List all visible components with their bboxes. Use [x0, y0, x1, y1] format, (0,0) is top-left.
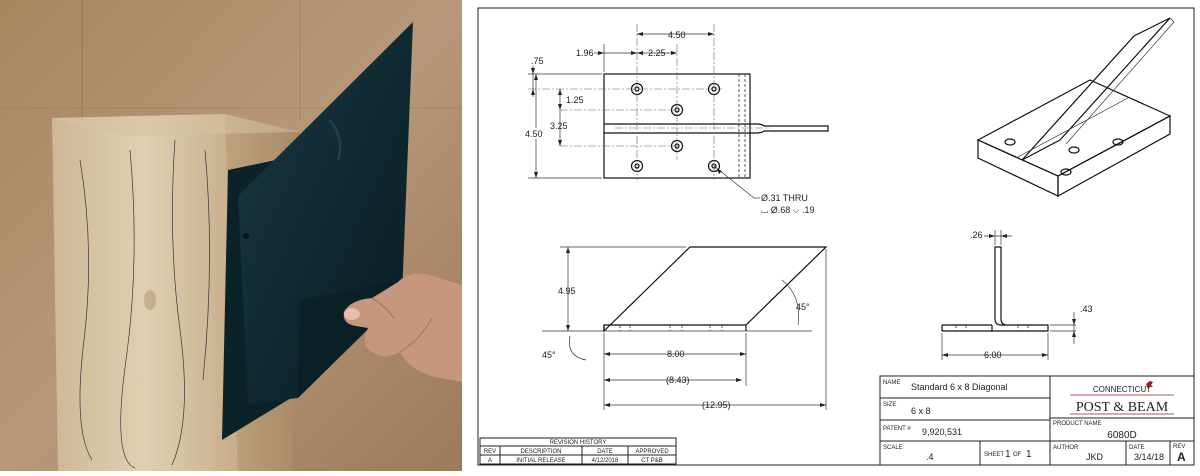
drawing-name: Standard 6 x 8 Diagonal — [911, 382, 1008, 392]
hand — [343, 273, 462, 382]
scale-label: SCALE — [883, 445, 903, 451]
photo-illustration — [0, 0, 462, 471]
side-t-outline — [991, 246, 1049, 332]
date-value: 3/14/18 — [1134, 452, 1164, 462]
scale-value: .4 — [926, 452, 934, 462]
company-logo: CONNECTICUT POST & BEAM — [1070, 381, 1174, 415]
dim-0-43: .43 — [1080, 304, 1093, 314]
rev-label: REV — [1173, 444, 1185, 450]
patent-label: PATENT # — [883, 426, 911, 432]
dim-2-25: 2.25 — [648, 48, 666, 58]
date-label: DATE — [1129, 445, 1145, 451]
wooden-post — [52, 114, 238, 471]
horse-icon — [1146, 381, 1153, 389]
rev-header-rev: REV — [484, 449, 496, 455]
side-view: .26 .43 6.00 — [941, 230, 1093, 360]
revision-history-table: REVISION HISTORY REV DESCRIPTION DATE AP… — [479, 437, 677, 465]
author-value: JKD — [1086, 452, 1104, 462]
fin-outline — [604, 123, 829, 134]
rev-row-rev: A — [488, 458, 492, 464]
engineering-drawing: 4.50 1.96 2.25 .75 — [470, 0, 1200, 471]
dim-0-75: .75 — [531, 56, 544, 66]
name-label: NAME — [883, 380, 900, 386]
product-photo — [0, 0, 462, 471]
front-fin-outline — [603, 246, 828, 333]
sheet-total: 1 — [1026, 449, 1032, 460]
dim-3-25: 3.25 — [550, 121, 568, 131]
rev-row-date: 4/12/2018 — [592, 458, 619, 464]
author-label: AUTHOR — [1053, 445, 1079, 451]
sheet-number: 1 — [1005, 449, 1011, 460]
dim-8-43: (8.43) — [666, 375, 690, 385]
post-top-edge — [52, 114, 300, 136]
hole-note-counterbore: ⌴ Ø.68 ⌵ .19 — [761, 205, 815, 215]
hole-note-thru: Ø.31 THRU — [761, 193, 808, 203]
rev-row-description: INITIAL RELEASE — [516, 458, 565, 464]
dim-6-00: 6.00 — [984, 350, 1002, 360]
product-label: PRODUCT NAME — [1053, 421, 1102, 427]
dim-4-95: 4.95 — [558, 286, 576, 296]
product-number: 6080D — [1107, 430, 1136, 441]
angle-45-left: 45° — [542, 350, 556, 360]
dim-8-00: 8.00 — [667, 349, 685, 359]
size-value: 6 x 8 — [911, 406, 931, 416]
top-view: 4.50 1.96 2.25 .75 — [524, 24, 829, 215]
sheet-label: SHEET — [984, 452, 1004, 458]
dim-4-50-top: 4.50 — [668, 30, 686, 40]
isometric-view — [976, 17, 1175, 198]
dim-1-25: 1.25 — [566, 95, 584, 105]
rev-header-date: DATE — [597, 449, 613, 455]
dim-4-50-left: 4.50 — [525, 129, 543, 139]
iso-base-top — [976, 79, 1172, 177]
rev-row-approved: CT P&B — [641, 458, 663, 464]
size-label: SIZE — [883, 402, 896, 408]
sheet-of: OF — [1013, 452, 1022, 458]
title-block: NAME Standard 6 x 8 Diagonal SIZE 6 x 8 … — [879, 375, 1195, 466]
dim-12-95: (12.95) — [702, 400, 731, 410]
drawing-sheet: 4.50 1.96 2.25 .75 — [477, 7, 1195, 466]
patent-value: 9,920,531 — [922, 427, 962, 437]
sheet-border — [477, 7, 1195, 466]
revision-title: REVISION HISTORY — [550, 440, 607, 446]
logo-connecticut: CONNECTICUT — [1093, 385, 1151, 394]
rev-header-approved: APPROVED — [635, 449, 669, 455]
dim-1-96: 1.96 — [576, 48, 594, 58]
iso-fin — [1021, 17, 1171, 161]
front-view: 4.95 45° 45° 8.00 (8.43) — [542, 246, 828, 410]
logo-post-and-beam: POST & BEAM — [1076, 400, 1169, 415]
rev-header-description: DESCRIPTION — [520, 449, 561, 455]
angle-45-right: 45° — [796, 302, 810, 312]
dim-0-26: .26 — [970, 230, 983, 240]
rev-value: A — [1177, 450, 1186, 464]
